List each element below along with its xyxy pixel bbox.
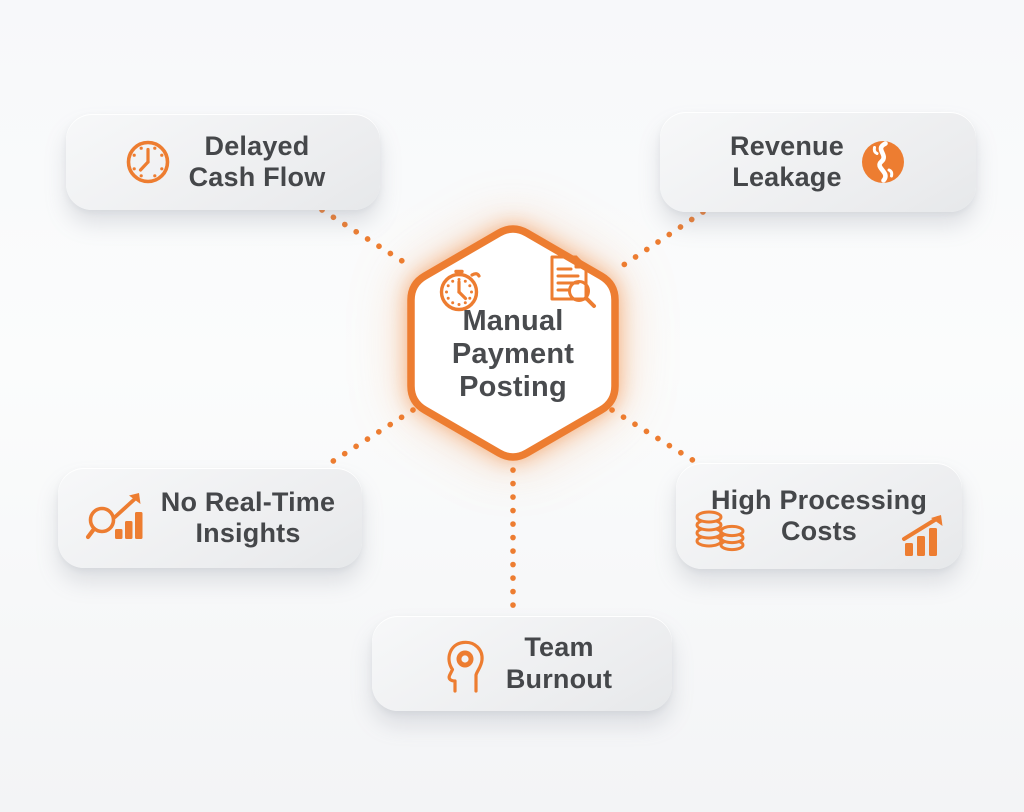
card-label: Revenue Leakage — [730, 131, 844, 194]
card-label-line-2: Cash Flow — [188, 162, 326, 192]
card-label-line-2: Leakage — [732, 162, 842, 192]
card-label-line-1: High Processing — [710, 484, 928, 515]
search-trend-icon — [85, 489, 149, 547]
card-label-line-2: Insights — [195, 518, 301, 548]
dollar-leak-icon — [860, 139, 906, 185]
card-label-line-1: No Real-Time — [160, 486, 336, 517]
card-label-line-1: Revenue — [730, 130, 844, 161]
card-team-burnout: Team Burnout — [372, 616, 672, 711]
center-line-3: Posting — [459, 371, 567, 403]
card-label-line-2: Costs — [780, 516, 857, 546]
stopwatch-icon — [439, 269, 481, 312]
connector-top-right — [616, 209, 706, 271]
card-high-processing-costs: High Processing Costs — [676, 463, 962, 569]
hexagon-shape — [407, 225, 619, 461]
card-no-real-time-insights: No Real-Time Insights — [58, 468, 362, 568]
coins-icon — [692, 503, 748, 557]
document-search-icon — [550, 255, 596, 308]
card-label-line-2: Burnout — [505, 663, 613, 694]
connector-top-left — [319, 207, 413, 269]
card-label: Team Burnout — [506, 632, 612, 695]
card-label: No Real-Time Insights — [161, 487, 335, 550]
center-node-label: Manual Payment Posting — [400, 305, 626, 404]
clock-icon — [121, 135, 175, 189]
head-gear-icon — [432, 633, 490, 695]
card-delayed-cash-flow: Delayed Cash Flow — [66, 114, 380, 210]
card-revenue-leakage: Revenue Leakage — [660, 112, 976, 212]
card-label-line-1: Team — [524, 632, 594, 663]
card-label: Delayed Cash Flow — [189, 131, 326, 194]
card-label: High Processing Costs — [711, 485, 927, 548]
center-line-2: Payment — [451, 338, 575, 370]
center-line-1: Manual — [462, 305, 564, 337]
center-node: Manual Payment Posting — [400, 217, 626, 469]
card-label-line-1: Delayed — [204, 130, 310, 161]
growth-chart-icon — [898, 509, 948, 559]
